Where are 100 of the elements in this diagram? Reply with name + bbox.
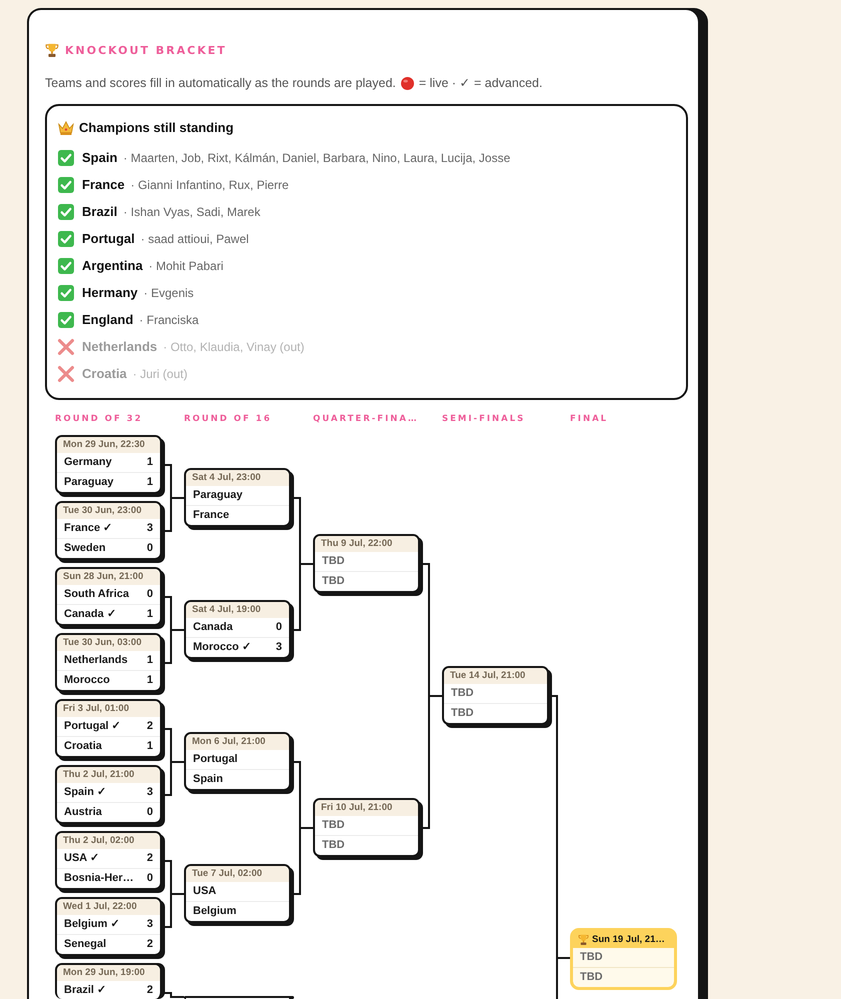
match-date: Sun 28 Jun, 21:00 <box>57 569 160 585</box>
team-name: TBD <box>451 707 474 720</box>
match-date: Tue 30 Jun, 23:00 <box>57 503 160 519</box>
round-heading: QUARTER-FINA… <box>313 414 418 425</box>
team-name: TBD <box>322 555 345 568</box>
match-date: Tue 7 Jul, 02:00 <box>186 866 289 882</box>
bracket-line <box>162 629 184 664</box>
match-card <box>184 864 291 923</box>
match-date: Fri 10 Jul, 21:00 <box>315 800 418 816</box>
team-name: Bosnia-Her… <box>64 872 134 885</box>
round-heading: ROUND OF 32 <box>55 414 143 425</box>
legend-text: = live · ✓ = advanced. <box>418 75 542 91</box>
match-card <box>55 831 162 890</box>
team-name: Senegal <box>64 938 106 951</box>
bracket-line <box>291 827 313 895</box>
match-date: Wed 1 Jul, 22:00 <box>57 899 160 915</box>
team-name: Morocco <box>64 674 110 687</box>
score: 1 <box>146 476 153 489</box>
match-card <box>55 501 162 560</box>
team-name: Brazil <box>82 204 118 220</box>
score: 3 <box>146 786 153 799</box>
match-date: Sun 19 Jul, 21… <box>592 934 665 946</box>
score: 0 <box>146 588 153 601</box>
match-date: Mon 29 Jun, 19:00 <box>57 965 160 981</box>
team-name: TBD <box>322 839 345 852</box>
section-title: KNOCKOUT BRACKET <box>65 44 227 58</box>
bracket-line <box>291 563 313 631</box>
team-name: Croatia <box>64 740 102 753</box>
match-card <box>442 666 549 725</box>
team-name: TBD <box>580 971 603 984</box>
team-name: Canada <box>193 621 233 634</box>
team-name: England <box>82 312 134 328</box>
team-name: Hermany <box>82 285 138 301</box>
bracket-line <box>556 957 570 999</box>
subtitle-text: Teams and scores fill in automatically as the rounds are played. <box>45 75 396 91</box>
team-name: Morocco ✓ <box>193 641 251 654</box>
score: 0 <box>146 542 153 555</box>
supporter-names: · Evgenis <box>144 285 194 301</box>
team-name: France <box>193 509 230 522</box>
match-card <box>313 534 420 593</box>
match-card <box>55 963 162 999</box>
team-name: Belgium ✓ <box>64 918 120 931</box>
match-date: Fri 3 Jul, 01:00 <box>57 701 160 717</box>
bracket-line <box>162 893 184 928</box>
match-date: Mon 29 Jun, 22:30 <box>57 437 160 453</box>
team-name: Austria <box>64 806 102 819</box>
team-name: Spain ✓ <box>64 786 106 799</box>
team-name: USA <box>193 885 216 898</box>
supporter-names: · Ishan Vyas, Sadi, Marek <box>123 204 260 220</box>
score: 1 <box>146 654 153 667</box>
bracket-line <box>162 761 184 796</box>
match-card <box>570 928 677 990</box>
supporter-names: · saad attioui, Pawel <box>140 231 249 247</box>
match-card <box>184 600 291 659</box>
team-name: Paraguay <box>193 489 243 502</box>
match-card <box>184 468 291 527</box>
team-name: TBD <box>580 951 603 964</box>
team-name: Netherlands <box>64 654 128 667</box>
score: 2 <box>146 720 153 733</box>
supporter-names: · Otto, Klaudia, Vinay (out) <box>163 339 304 355</box>
supporter-names: · Maarten, Job, Rixt, Kálmán, Daniel, Barbara, Nino, Laura, Lucija, Josse <box>123 150 510 166</box>
score: 2 <box>146 938 153 951</box>
match-date: Thu 2 Jul, 02:00 <box>57 833 160 849</box>
match-card <box>313 798 420 857</box>
round-heading: ROUND OF 16 <box>184 414 272 425</box>
match-date: Mon 6 Jul, 21:00 <box>186 734 289 750</box>
team-name: Paraguay <box>64 476 114 489</box>
match-date: Tue 14 Jul, 21:00 <box>444 668 547 684</box>
team-name: Portugal <box>193 753 238 766</box>
match-card <box>184 996 291 999</box>
team-name: Brazil ✓ <box>64 984 106 997</box>
score: 2 <box>146 852 153 865</box>
team-name: TBD <box>322 819 345 832</box>
match-date: Sat 4 Jul, 19:00 <box>186 602 289 618</box>
match-card <box>55 897 162 956</box>
match-card <box>55 765 162 824</box>
supporter-names: · Franciska <box>139 312 199 328</box>
match-date: Thu 2 Jul, 21:00 <box>57 767 160 783</box>
match-card <box>55 699 162 758</box>
supporter-names: · Gianni Infantino, Rux, Pierre <box>130 177 289 193</box>
team-name: France ✓ <box>64 522 112 535</box>
champions-panel <box>45 104 688 400</box>
score: 1 <box>146 608 153 621</box>
supporter-names: · Juri (out) <box>132 366 188 382</box>
bracket-line <box>162 497 184 532</box>
score: 2 <box>146 984 153 997</box>
team-name: USA ✓ <box>64 852 99 865</box>
bracket-line <box>420 695 442 829</box>
score: 1 <box>146 740 153 753</box>
team-name: Belgium <box>193 905 236 918</box>
match-date: Thu 9 Jul, 22:00 <box>315 536 418 552</box>
team-name: TBD <box>451 687 474 700</box>
team-name: Germany <box>64 456 112 469</box>
team-name: Canada ✓ <box>64 608 116 621</box>
team-name: Sweden <box>64 542 106 555</box>
score: 3 <box>276 641 282 654</box>
score: 0 <box>146 872 153 885</box>
match-card <box>55 567 162 626</box>
team-name: Spain <box>82 150 118 166</box>
team-name: TBD <box>322 575 345 588</box>
